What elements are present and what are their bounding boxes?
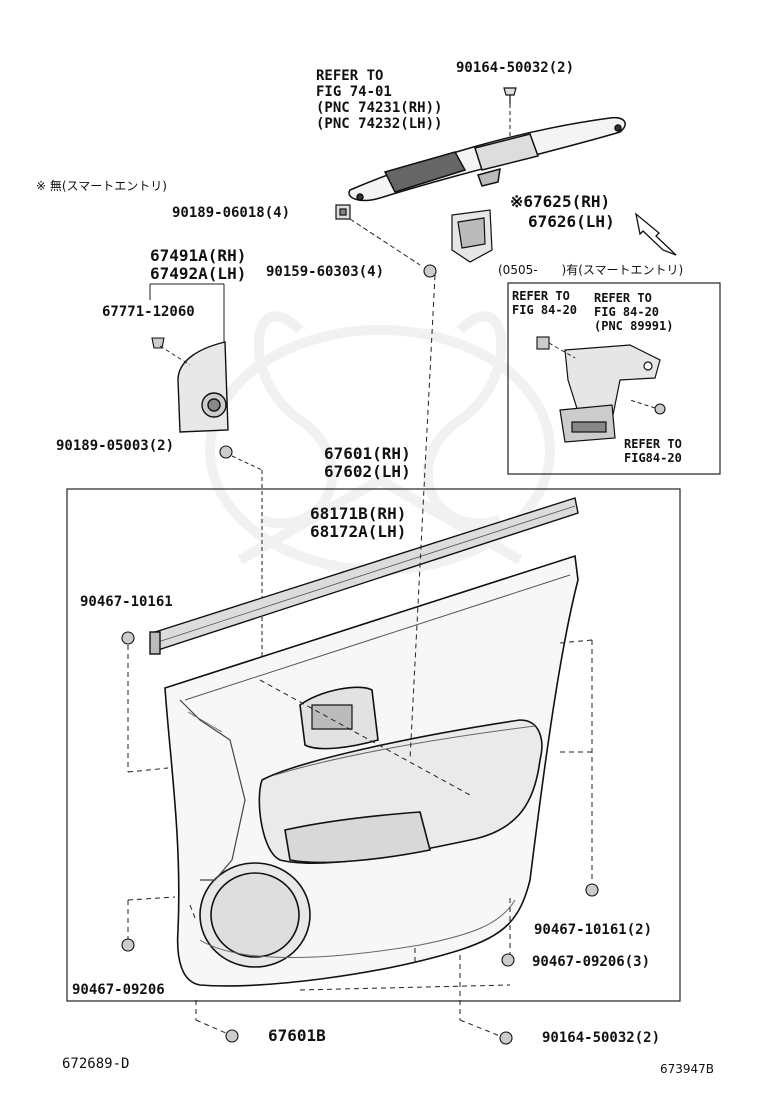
clip-90467-10161-label: 90467-10161	[80, 594, 173, 610]
door-trim-panel-part	[164, 554, 579, 987]
bracket-lh-label: 67626(LH)	[528, 212, 615, 231]
weatherstrip-rh-label: 68171B(RH)	[310, 504, 407, 523]
clip-90189-06018-part	[335, 204, 351, 220]
clip-90467-09206-3-label: 90467-09206(3)	[532, 954, 651, 970]
inset-bracket-part	[559, 344, 661, 443]
smart-entry-inset-frame	[507, 282, 721, 475]
panel-rh-label: 67601(RH)	[324, 444, 411, 463]
footer-right-code: 673947B	[660, 1062, 715, 1076]
inset-refer-b-label: REFER TO FIG 84-20 (PNC 89991)	[594, 291, 674, 333]
speaker-cover-rh-label: 67491A(RH)	[150, 246, 247, 265]
smart-entry-note: (0505- )有(スマートエントリ)	[498, 263, 684, 277]
weatherstrip-lh-label: 68172A(LH)	[310, 522, 407, 541]
inset-refer-c-label: REFER TO FIG84-20	[624, 437, 682, 465]
arrow-indicator	[635, 212, 677, 256]
screw-top-label: 90164-50032(2)	[456, 60, 575, 76]
speaker-cover-lh-label: 67492A(LH)	[150, 264, 247, 283]
clip-90189-05003-part	[219, 445, 233, 459]
weatherstrip-part	[149, 497, 579, 655]
bracket-67625-part	[451, 209, 493, 263]
inset-refer-a-label: REFER TO FIG 84-20	[512, 289, 578, 317]
clip-90467-09206-label: 90467-09206	[72, 982, 165, 998]
clip-90467-10161-2-label: 90467-10161(2)	[534, 922, 653, 938]
no-smart-entry-note: ※ 無(スマートエントリ)	[36, 179, 167, 193]
speaker-cover-part	[177, 341, 229, 433]
panel-clips	[121, 631, 599, 1045]
inset-clip-part	[536, 336, 666, 415]
leader-lines	[127, 274, 593, 1037]
bracket-rh-label: ※67625(RH)	[510, 192, 611, 211]
screw-90159-part	[423, 264, 437, 278]
switch-base-part	[348, 116, 626, 202]
clip-90189-05003-label: 90189-05003(2)	[56, 438, 175, 454]
screw-top-part	[503, 87, 517, 104]
screw-bottom-label: 90164-50032(2)	[542, 1030, 661, 1046]
clip-90189-06018-label: 90189-06018(4)	[172, 205, 291, 221]
panel-lh-label: 67602(LH)	[324, 462, 411, 481]
switch-base-refer-label: REFER TO FIG 74-01 (PNC 74231(RH)) (PNC …	[316, 68, 443, 132]
clip-67771-label: 67771-12060	[102, 304, 195, 320]
panel-b-label: 67601B	[268, 1026, 326, 1045]
screw-90159-label: 90159-60303(4)	[266, 264, 385, 280]
footer-left-code: 672689-D	[62, 1056, 130, 1072]
clip-67771-part	[151, 337, 165, 349]
door-panel-frame	[66, 488, 681, 1002]
